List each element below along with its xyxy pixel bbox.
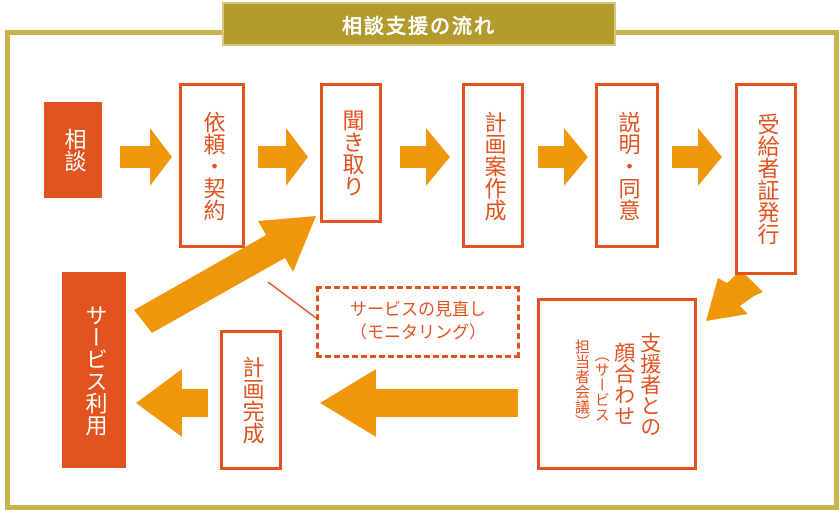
step-meeting: 支援者との 顔合わせ （サービス 担当者会議） bbox=[537, 298, 697, 470]
monitoring-callout: サービスの見直し （モニタリング） bbox=[316, 286, 520, 358]
meeting-line1: 支援者との bbox=[637, 331, 662, 437]
monitoring-line1: サービスの見直し bbox=[350, 300, 486, 321]
arrow-left-1 bbox=[320, 369, 518, 437]
arrow-up-right bbox=[134, 216, 316, 333]
arrow-right-1 bbox=[120, 128, 172, 186]
step-explain-agree: 説明・同意 bbox=[595, 83, 659, 248]
meeting-line3: （サービス bbox=[592, 346, 611, 422]
diagram-title: 相談支援の流れ bbox=[222, 2, 616, 46]
arrow-down-left bbox=[706, 270, 763, 321]
step-plan-complete: 計画完成 bbox=[220, 330, 282, 470]
arrow-left-2 bbox=[136, 369, 208, 437]
arrow-right-2 bbox=[258, 128, 308, 186]
step-plan-draft: 計画案作成 bbox=[462, 83, 524, 248]
callout-line bbox=[267, 281, 317, 319]
monitoring-line2: （モニタリング） bbox=[350, 323, 486, 343]
meeting-line4: 担当者会議） bbox=[572, 339, 591, 429]
meeting-line2: 顔合わせ bbox=[611, 342, 636, 426]
step-request-contract: 依頼・契約 bbox=[179, 83, 245, 248]
step-certificate: 受給者証発行 bbox=[735, 83, 797, 275]
arrow-right-5 bbox=[672, 128, 722, 186]
step-service-use: サービス利用 bbox=[62, 272, 126, 468]
arrow-right-4 bbox=[538, 128, 588, 186]
step-hearing: 聞き取り bbox=[320, 83, 382, 223]
step-consult: 相談 bbox=[44, 102, 102, 198]
arrow-right-3 bbox=[400, 128, 450, 186]
